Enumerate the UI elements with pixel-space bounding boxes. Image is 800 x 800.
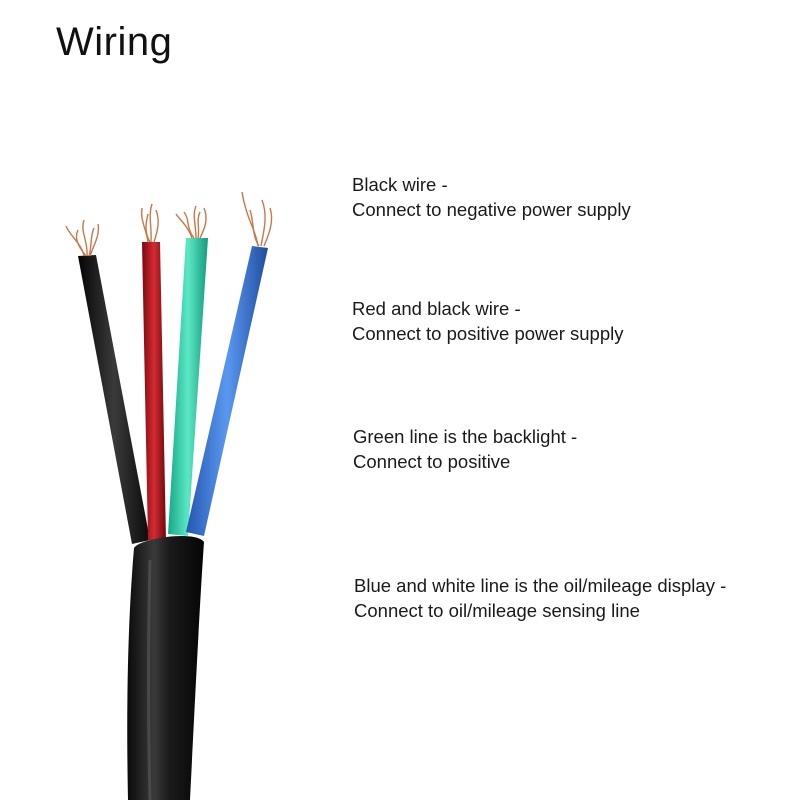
description-instruction: Connect to positive power supply (352, 323, 624, 344)
description-heading: Blue and white line is the oil/mileage d… (354, 575, 727, 596)
green-wire-icon (168, 205, 208, 536)
cable-sheath (127, 535, 204, 800)
description-heading: Red and black wire - (352, 298, 521, 319)
description-instruction: Connect to oil/mileage sensing line (354, 600, 640, 621)
page-title: Wiring (56, 20, 173, 64)
blue-wire-description: Blue and white line is the oil/mileage d… (354, 573, 726, 623)
description-heading: Black wire - (352, 174, 448, 195)
black-wire-icon (65, 219, 150, 544)
green-wire-description: Green line is the backlight - Connect to… (353, 424, 577, 474)
blue-wire-icon (186, 191, 273, 536)
description-instruction: Connect to positive (353, 451, 511, 472)
description-heading: Green line is the backlight - (353, 426, 578, 447)
description-instruction: Connect to negative power supply (352, 199, 631, 220)
black-wire-description: Black wire - Connect to negative power s… (352, 172, 631, 222)
red-wire-icon (140, 203, 166, 540)
red-wire-description: Red and black wire - Connect to positive… (352, 296, 623, 346)
